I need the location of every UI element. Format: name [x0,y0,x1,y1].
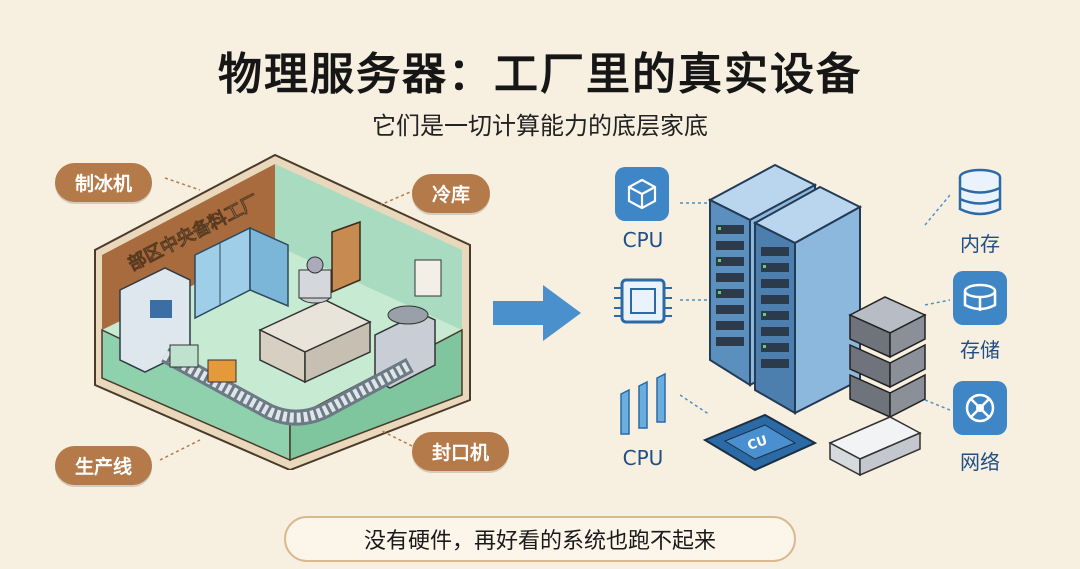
arrow-icon [493,285,581,341]
database-icon [953,167,1007,221]
label-sealing-machine: 封口机 [412,432,510,471]
network-icon [953,381,1007,435]
factory-illustration: 部区中央备料工厂 [94,153,471,470]
page-subtitle: 它们是一切计算能力的底层家底 [372,112,708,140]
footer-caption: 没有硬件，再好看的系统也跑不起来 [363,529,716,554]
label-memory: 内存 [960,232,1000,256]
chip-label: CU [746,433,770,453]
page-title: 物理服务器：工厂里的真实设备 [218,49,862,100]
bars-icon [615,372,675,436]
label-storage: 存储 [960,338,1000,362]
label-ice-machine: 制冰机 [55,163,153,202]
footer-caption-box: 没有硬件，再好看的系统也跑不起来 [284,516,796,562]
cube-icon [615,167,669,221]
processor-chip-icon [610,272,676,332]
storage-icon [953,271,1007,325]
label-cold-storage: 冷库 [412,174,491,213]
label-network: 网络 [960,450,1000,474]
label-cpu-bottom: CPU [622,446,664,470]
server-rack-illustration: CU [680,163,950,477]
label-production-line: 生产线 [55,446,153,485]
label-cpu-top: CPU [622,228,664,252]
